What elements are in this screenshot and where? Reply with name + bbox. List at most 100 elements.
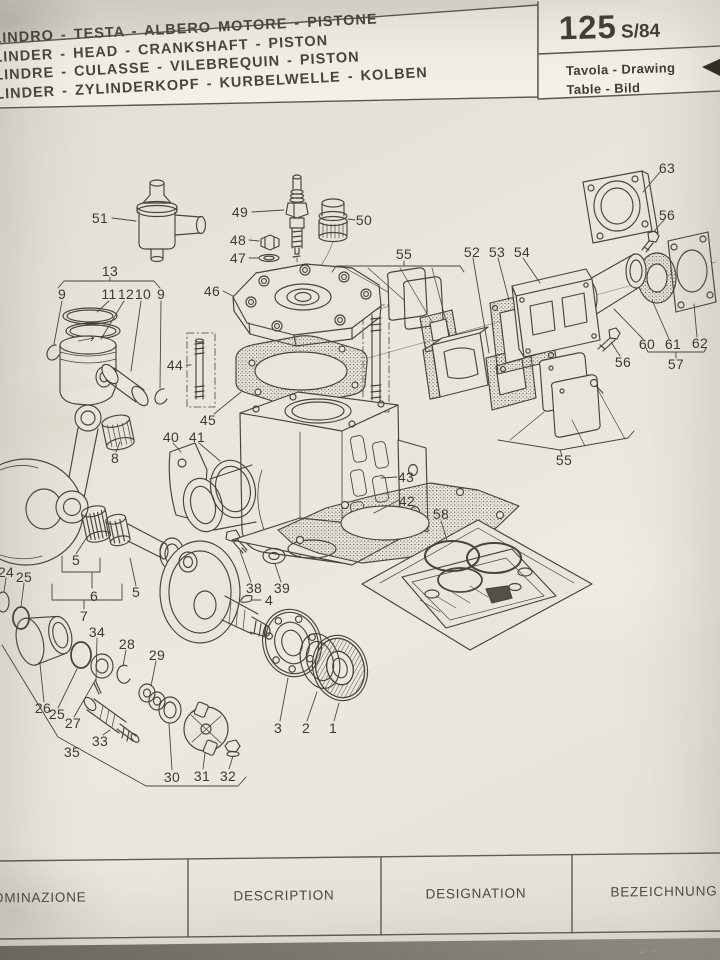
leader-line-5 [75, 536, 88, 555]
part-label-52: 52 [464, 244, 480, 260]
leader-line-45 [213, 391, 242, 415]
part-label-63: 63 [659, 160, 675, 176]
part-label-48: 48 [230, 232, 246, 248]
circlips-9-drawing [46, 344, 168, 405]
footer-header-description: DESCRIPTION [233, 887, 335, 904]
leader-line-62 [693, 303, 698, 338]
leader-line-28 [122, 649, 127, 667]
group-brackets [1, 260, 707, 787]
leader-line-52 [472, 257, 490, 354]
leader-line-26 [39, 663, 45, 703]
plug-cap-50-drawing [316, 198, 348, 272]
leader-line-61 [651, 299, 670, 340]
leader-line-31 [202, 752, 206, 770]
washers-29-drawing [138, 683, 166, 711]
part-label-24: 24 [0, 564, 14, 580]
part-label-38: 38 [246, 580, 262, 596]
crank-web-right-drawing [159, 540, 271, 644]
leader-line-50 [347, 218, 356, 221]
impeller-31-drawing [183, 701, 229, 756]
part-label-13: 13 [102, 263, 118, 279]
washer-39-drawing [262, 547, 286, 565]
head-gasket-45-drawing [235, 335, 368, 407]
part-label-33: 33 [92, 733, 108, 749]
circlip-28-drawing [116, 664, 131, 684]
part-label-34: 34 [89, 624, 105, 640]
part-label-45: 45 [200, 412, 216, 428]
part-label-39: 39 [274, 580, 290, 596]
leader-line-29 [150, 660, 157, 687]
intake-flange-63-drawing [582, 170, 659, 244]
clamp-ring-41-drawing [209, 459, 257, 519]
part-label-47: 47 [230, 250, 246, 266]
leader-line-43 [380, 476, 398, 479]
leader-line-5 [129, 557, 137, 587]
leader-line-56 [610, 341, 621, 357]
gasket-kit-58-drawing [361, 519, 593, 651]
part-label-62: 62 [692, 335, 708, 351]
leader-line-41 [198, 442, 221, 462]
reed-petals-55-drawing [538, 352, 604, 438]
part-label-10: 10 [135, 286, 151, 302]
part-label-56: 56 [659, 207, 675, 223]
plug-washer-47-drawing [258, 253, 280, 263]
part-label-6: 6 [90, 588, 98, 604]
page-corner-arrow [702, 58, 720, 76]
leader-line-38 [239, 550, 252, 583]
leader-line-10 [130, 300, 142, 372]
bolt-56-lower-drawing [597, 327, 621, 352]
leader-line-24 [3, 577, 7, 593]
footer-header-denominazione: OMINAZIONE [0, 889, 87, 906]
wrist-pin-10-drawing [101, 363, 149, 407]
pump-body-26-drawing [15, 615, 73, 666]
part-label-55: 55 [396, 246, 412, 262]
title-block-frame [537, 0, 720, 100]
seal-1-drawing [311, 634, 369, 702]
leader-line-46 [222, 290, 234, 297]
leader-line-25 [20, 582, 25, 608]
bearing-3-drawing [262, 608, 322, 678]
pump-shaft-33-drawing [83, 696, 140, 743]
leader-line-27 [73, 678, 97, 718]
footer-header-designation: DESIGNATION [425, 885, 527, 902]
part-label-56: 56 [615, 354, 631, 370]
part-label-35: 35 [64, 744, 80, 760]
part-label-9: 9 [157, 286, 165, 302]
plug-nut-48-drawing [260, 234, 280, 251]
part-label-41: 41 [189, 429, 205, 445]
part-label-42: 42 [399, 493, 415, 509]
part-label-12: 12 [118, 286, 134, 302]
part-label-60: 60 [639, 336, 655, 352]
part-label-1: 1 [329, 720, 337, 736]
leader-line-34 [95, 637, 98, 682]
head-stud-44-drawing [186, 332, 216, 408]
part-label-57: 57 [668, 356, 684, 372]
piston-12-drawing [59, 335, 117, 406]
bolt-56-upper-drawing [641, 230, 660, 253]
part-label-31: 31 [194, 768, 210, 784]
leader-line-9 [53, 300, 63, 345]
leader-line-25 [57, 668, 78, 709]
leader-line-32 [228, 755, 234, 770]
leader-line-1 [333, 702, 340, 722]
part-label-25: 25 [16, 569, 32, 585]
pump-bearing-27-drawing [90, 653, 114, 679]
part-label-29: 29 [149, 647, 165, 663]
part-label-53: 53 [489, 244, 505, 260]
part-label-51: 51 [92, 210, 108, 226]
part-label-49: 49 [232, 204, 248, 220]
part-label-28: 28 [119, 636, 135, 652]
part-label-58: 58 [433, 506, 449, 522]
part-label-3: 3 [274, 720, 282, 736]
leader-line-49 [251, 209, 285, 213]
part-label-5: 5 [72, 552, 80, 568]
leader-line-54 [522, 257, 541, 284]
leader-line-11 [96, 300, 110, 313]
pump-rings-24-25-drawing [0, 591, 30, 630]
seal-30-drawing [158, 696, 182, 724]
part-label-43: 43 [398, 469, 414, 485]
leader-line-58 [440, 520, 448, 541]
